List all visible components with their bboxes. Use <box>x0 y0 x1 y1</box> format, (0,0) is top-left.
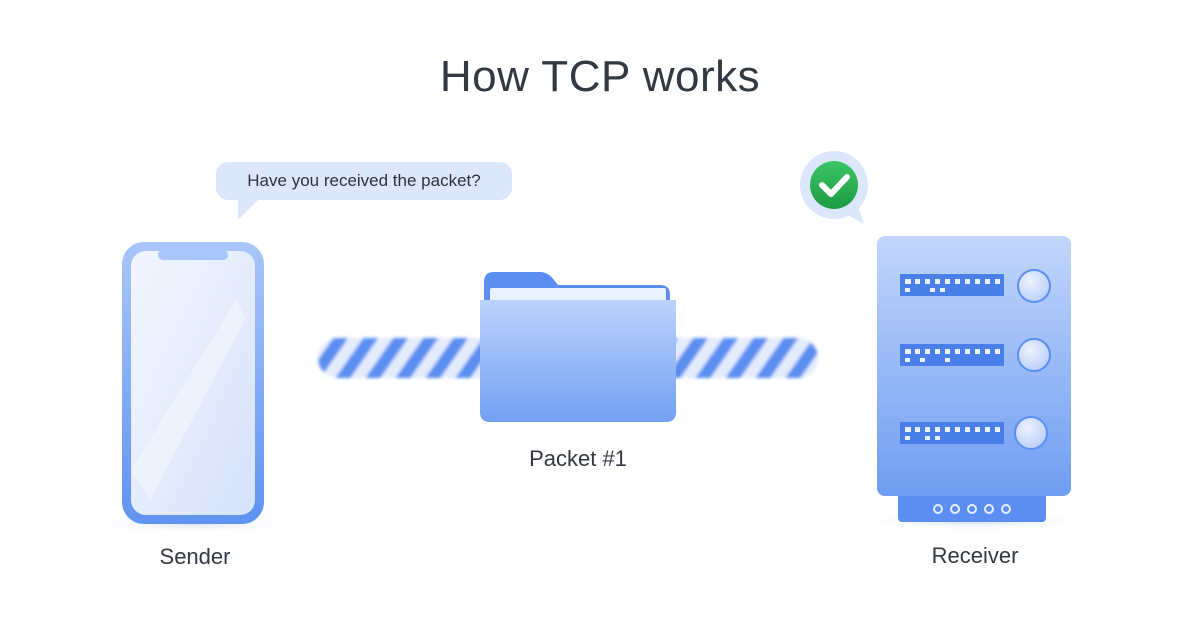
packet-label: Packet #1 <box>529 446 627 471</box>
phone-icon <box>122 242 264 524</box>
server-slot <box>900 338 1051 372</box>
page-title: How TCP works <box>439 52 761 101</box>
server-slot <box>900 416 1048 450</box>
server-icon <box>877 236 1071 522</box>
receiver-label: Receiver <box>931 543 1019 568</box>
check-bubble <box>800 151 868 224</box>
check-icon <box>819 174 850 197</box>
speech-bubble <box>216 162 512 220</box>
server-slot <box>900 269 1051 303</box>
sender-message: Have you received the packet? <box>247 171 481 190</box>
folder-icon <box>480 272 676 422</box>
sender-label: Sender <box>159 544 231 569</box>
